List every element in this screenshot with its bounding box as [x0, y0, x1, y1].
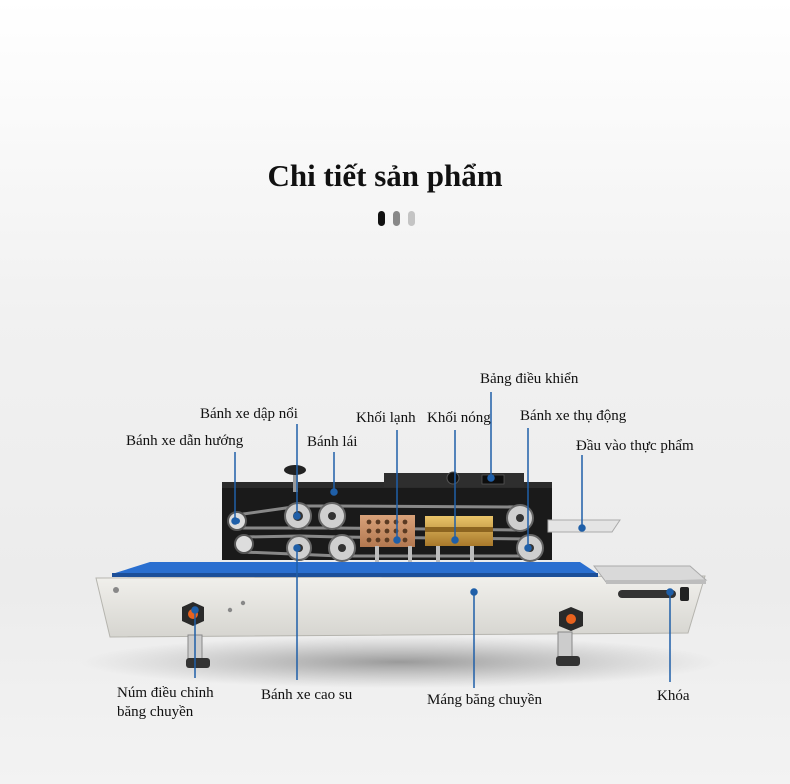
guide-wheel-lower: [234, 534, 254, 554]
page-title: Chi tiết sản phẩm: [267, 158, 503, 193]
label-control-panel: Bảng điều khiển: [480, 371, 579, 387]
label-cold-block: Khối lạnh: [356, 410, 416, 426]
conveyor-adjust-knob-left: [182, 602, 204, 626]
pager-dot[interactable]: [393, 211, 400, 226]
conveyor-adjust-knob-right: [559, 607, 583, 631]
control-knob: [446, 471, 460, 485]
label-passive-wheel: Bánh xe thụ động: [520, 408, 627, 424]
pager-dot[interactable]: [408, 211, 415, 226]
label-embossing-wheel: Bánh xe dập nổi: [200, 406, 298, 422]
label-conveyor-trough: Máng băng chuyền: [427, 692, 542, 708]
label-hot-block: Khối nóng: [427, 410, 491, 426]
label-conveyor-knob-line1: Núm điều chỉnh: [117, 685, 214, 701]
right-table: [593, 565, 708, 583]
label-drive-wheel: Bánh lái: [307, 434, 358, 450]
label-conveyor-knob-line2: băng chuyền: [117, 704, 194, 720]
conveyor-belt: [112, 562, 598, 574]
top-adjust-knob: [284, 465, 306, 475]
lock-lever: [618, 590, 676, 598]
machine-shadow: [80, 636, 720, 688]
label-lock: Khóa: [657, 688, 690, 704]
pager-dot-active[interactable]: [378, 211, 385, 226]
label-guide-wheel: Bánh xe dẫn hướng: [126, 433, 244, 449]
label-rubber-wheel: Bánh xe cao su: [261, 687, 353, 703]
label-product-inlet: Đầu vào thực phẩm: [576, 438, 694, 454]
